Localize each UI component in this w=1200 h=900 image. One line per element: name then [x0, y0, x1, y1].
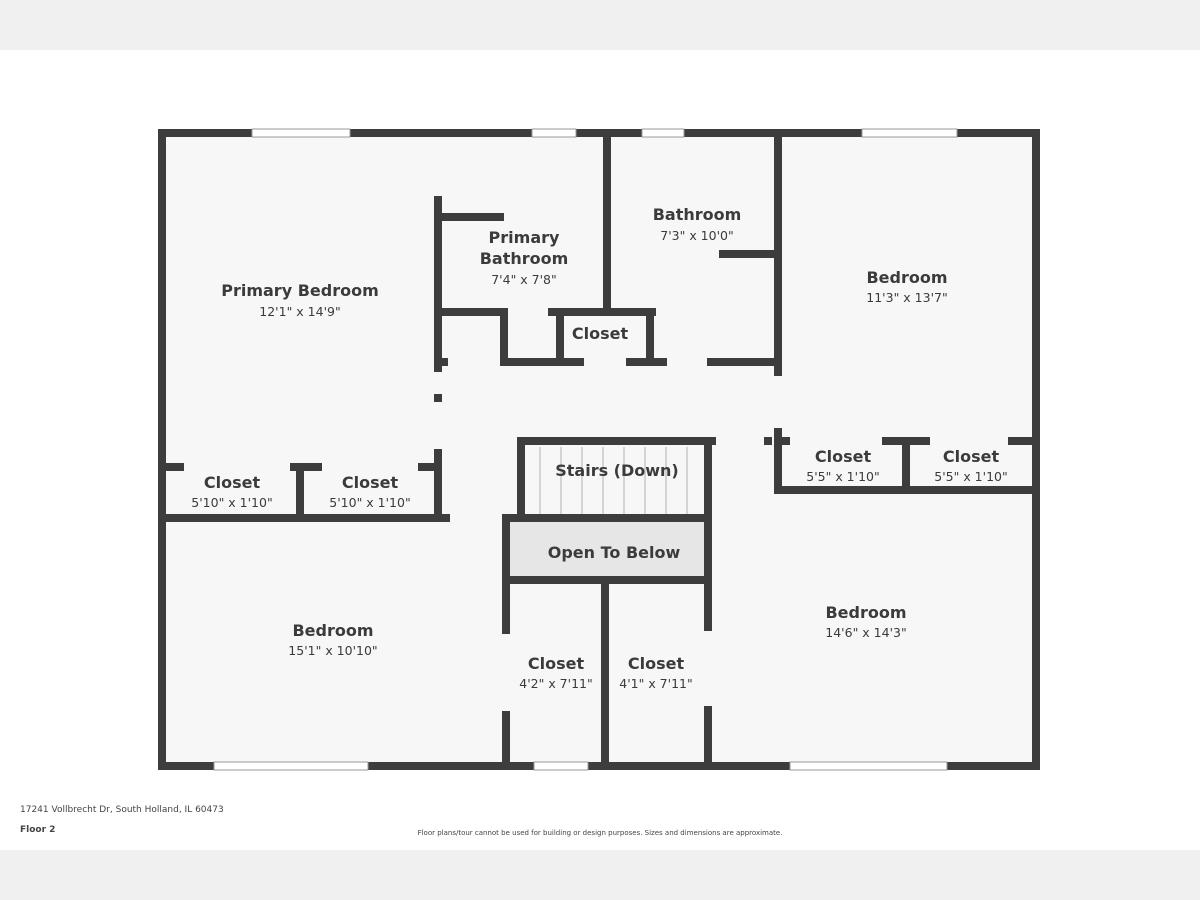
property-address: 17241 Vollbrecht Dr, South Holland, IL 6… [20, 805, 224, 815]
room-dims-closet-s-right: 4'1" x 7'11" [619, 676, 692, 691]
room-name-closet-pb-left: Closet [204, 473, 261, 492]
room-dims-bathroom: 7'3" x 10'0" [660, 228, 733, 243]
room-name-bedroom-ne: Bedroom [866, 268, 947, 287]
open-to-below-fill [510, 518, 706, 576]
floor-area [160, 131, 1037, 768]
disclaimer-text: Floor plans/tour cannot be used for buil… [417, 829, 783, 837]
room-name-closet-s-left: Closet [528, 654, 585, 673]
room-name-stairs: Stairs (Down) [555, 461, 679, 480]
room-name-primary-bathroom-line1: Primary [489, 228, 560, 247]
room-name-bedroom-sw: Bedroom [292, 621, 373, 640]
room-name-primary-bathroom-line2: Bathroom [480, 249, 569, 268]
room-name-bedroom-se: Bedroom [825, 603, 906, 622]
room-name-closet-mid: Closet [572, 324, 629, 343]
room-dims-closet-ne-right: 5'5" x 1'10" [934, 469, 1007, 484]
room-dims-bedroom-se: 14'6" x 14'3" [825, 625, 906, 640]
room-name-closet-s-right: Closet [628, 654, 685, 673]
room-name-closet-ne-left: Closet [815, 447, 872, 466]
room-dims-primary-bedroom: 12'1" x 14'9" [259, 304, 340, 319]
room-dims-bedroom-ne: 11'3" x 13'7" [866, 290, 947, 305]
room-dims-closet-pb-left: 5'10" x 1'10" [191, 495, 272, 510]
room-name-bathroom: Bathroom [653, 205, 742, 224]
windows [213, 128, 958, 771]
room-name-closet-ne-right: Closet [943, 447, 1000, 466]
room-name-closet-pb-right: Closet [342, 473, 399, 492]
floor-label: Floor 2 [20, 825, 56, 835]
room-dims-primary-bathroom: 7'4" x 7'8" [491, 272, 557, 287]
stair-treads [539, 447, 688, 514]
room-dims-bedroom-sw: 15'1" x 10'10" [288, 643, 377, 658]
room-dims-closet-ne-left: 5'5" x 1'10" [806, 469, 879, 484]
room-name-primary-bedroom: Primary Bedroom [221, 281, 379, 300]
room-dims-closet-s-left: 4'2" x 7'11" [519, 676, 592, 691]
room-dims-closet-pb-right: 5'10" x 1'10" [329, 495, 410, 510]
room-name-open-to-below: Open To Below [548, 543, 681, 562]
